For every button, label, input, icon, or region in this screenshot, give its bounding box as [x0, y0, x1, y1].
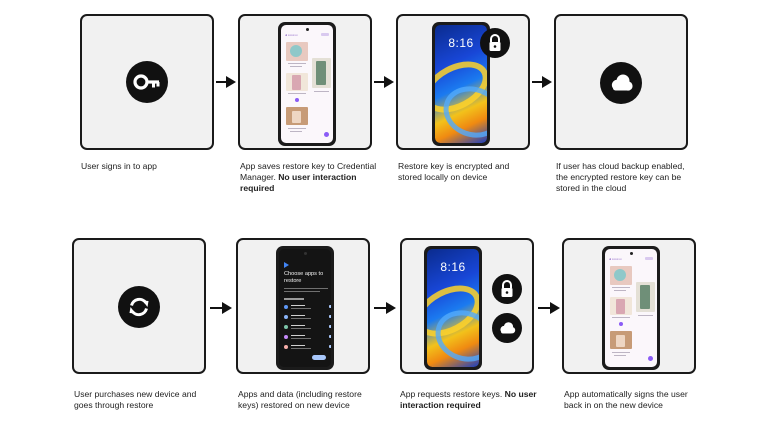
step-6-panel: Choose apps to restore — [236, 238, 370, 374]
step-7-panel: 8:16 — [400, 238, 534, 374]
arrow-7-8 — [538, 302, 562, 314]
step-3-caption: Restore key is encrypted and stored loca… — [398, 161, 510, 182]
step-5-panel — [72, 238, 206, 374]
lock-icon — [480, 28, 510, 58]
app-header: ◂ ▭▭▭ — [285, 33, 298, 37]
restore-title: Choose apps to restore — [284, 271, 324, 284]
restore-button — [312, 355, 326, 360]
arrow-2-3 — [374, 76, 394, 88]
lockscreen-time-new: 8:16 — [440, 260, 466, 274]
step-4-panel — [554, 14, 688, 150]
phone-lockscreen-new: 8:16 — [424, 246, 482, 370]
step-2-panel: ◂ ▭▭▭ — [238, 14, 372, 150]
lockscreen-time: 8:16 — [448, 36, 474, 50]
phone-restore-screen: Choose apps to restore — [276, 246, 334, 370]
step-7-caption: App requests restore keys. No user inter… — [400, 389, 537, 410]
play-store-icon — [284, 262, 289, 268]
step-5-caption: User purchases new device and goes throu… — [74, 389, 197, 410]
sync-icon — [118, 286, 160, 328]
key-icon — [126, 61, 168, 103]
app-header-new: ◂ ▭▭▭ — [609, 257, 622, 261]
cloud-icon — [600, 62, 642, 104]
step-8-panel: ◂ ▭▭▭ — [562, 238, 696, 374]
step-4-caption: If user has cloud backup enabled, the en… — [556, 161, 685, 193]
fab-button — [324, 132, 329, 137]
phone-app-screen: ◂ ▭▭▭ — [278, 22, 336, 146]
cloud-icon — [492, 313, 522, 343]
step-6-caption: Apps and data (including restore keys) r… — [238, 389, 362, 410]
phone-app-screen-new: ◂ ▭▭▭ — [602, 246, 660, 370]
step-2-caption: App saves restore key to Credential Mana… — [240, 161, 377, 193]
fab-button-new — [648, 356, 653, 361]
arrow-6-7 — [374, 302, 398, 314]
lock-icon — [492, 274, 522, 304]
arrow-3-4 — [532, 76, 552, 88]
step-8-caption: App automatically signs the user back in… — [564, 389, 688, 410]
step-1-panel — [80, 14, 214, 150]
step-3-panel: 8:16 — [396, 14, 530, 150]
arrow-5-6 — [210, 302, 234, 314]
arrow-1-2 — [216, 76, 236, 88]
step-1-caption: User signs in to app — [81, 161, 157, 171]
